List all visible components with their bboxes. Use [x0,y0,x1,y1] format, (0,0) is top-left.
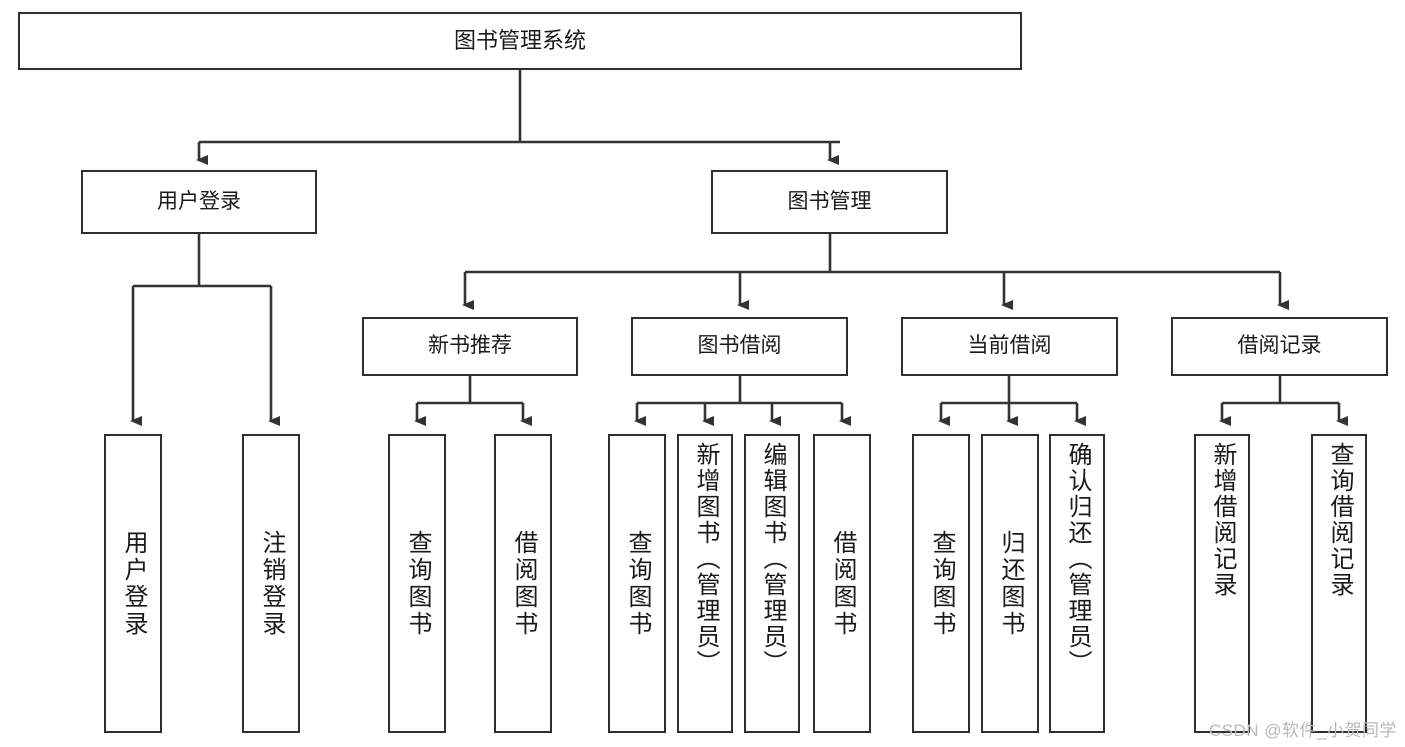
node-leaf-borrow-book-2-label: 借阅图书 [829,529,856,638]
node-leaf-query-record-label: 查询借阅记录 [1326,442,1353,598]
node-leaf-add-record[interactable]: 新增借阅记录 [1194,434,1250,733]
node-user-login-label: 用户登录 [157,189,241,213]
node-leaf-add-record-label: 新增借阅记录 [1209,442,1236,598]
node-leaf-return-book-label: 归还图书 [997,529,1024,638]
node-user-login[interactable]: 用户登录 [81,170,317,234]
node-leaf-add-book-label: 新增图书（管理员） [692,442,719,676]
node-current-borrow-label: 当前借阅 [967,334,1052,358]
node-current-borrow[interactable]: 当前借阅 [901,317,1118,376]
node-leaf-confirm-return-label: 确认归还（管理员） [1064,442,1091,676]
node-leaf-add-book[interactable]: 新增图书（管理员） [677,434,733,733]
node-leaf-query-book-2-label: 查询图书 [624,529,651,638]
node-book-manage-label: 图书管理 [787,189,872,213]
node-leaf-confirm-return[interactable]: 确认归还（管理员） [1049,434,1105,733]
node-leaf-user-login-label: 用户登录 [120,529,147,638]
node-new-book-recommend[interactable]: 新书推荐 [362,317,578,376]
node-book-manage[interactable]: 图书管理 [711,170,948,234]
node-leaf-edit-book-label: 编辑图书（管理员） [759,442,786,676]
node-leaf-query-book-1[interactable]: 查询图书 [388,434,446,733]
node-new-book-recommend-label: 新书推荐 [428,334,512,358]
node-book-borrow-label: 图书借阅 [697,334,782,358]
node-leaf-user-login[interactable]: 用户登录 [104,434,162,733]
node-leaf-query-book-1-label: 查询图书 [404,529,431,638]
node-leaf-borrow-book-1[interactable]: 借阅图书 [494,434,552,733]
node-borrow-record[interactable]: 借阅记录 [1171,317,1388,376]
node-root[interactable]: 图书管理系统 [18,12,1022,70]
node-leaf-query-book-3-label: 查询图书 [928,529,955,638]
node-leaf-return-book[interactable]: 归还图书 [981,434,1039,733]
node-leaf-query-book-2[interactable]: 查询图书 [608,434,666,733]
node-root-label: 图书管理系统 [453,28,586,54]
node-borrow-record-label: 借阅记录 [1237,334,1322,358]
node-leaf-user-logout-label: 注销登录 [258,529,285,638]
node-leaf-edit-book[interactable]: 编辑图书（管理员） [744,434,800,733]
node-leaf-query-book-3[interactable]: 查询图书 [912,434,970,733]
node-leaf-borrow-book-1-label: 借阅图书 [510,529,537,638]
node-leaf-user-logout[interactable]: 注销登录 [242,434,300,733]
node-leaf-borrow-book-2[interactable]: 借阅图书 [813,434,871,733]
csdn-watermark: CSDN @软件_小贺同学 [1208,721,1397,740]
node-leaf-query-record[interactable]: 查询借阅记录 [1311,434,1367,733]
node-book-borrow[interactable]: 图书借阅 [631,317,848,376]
